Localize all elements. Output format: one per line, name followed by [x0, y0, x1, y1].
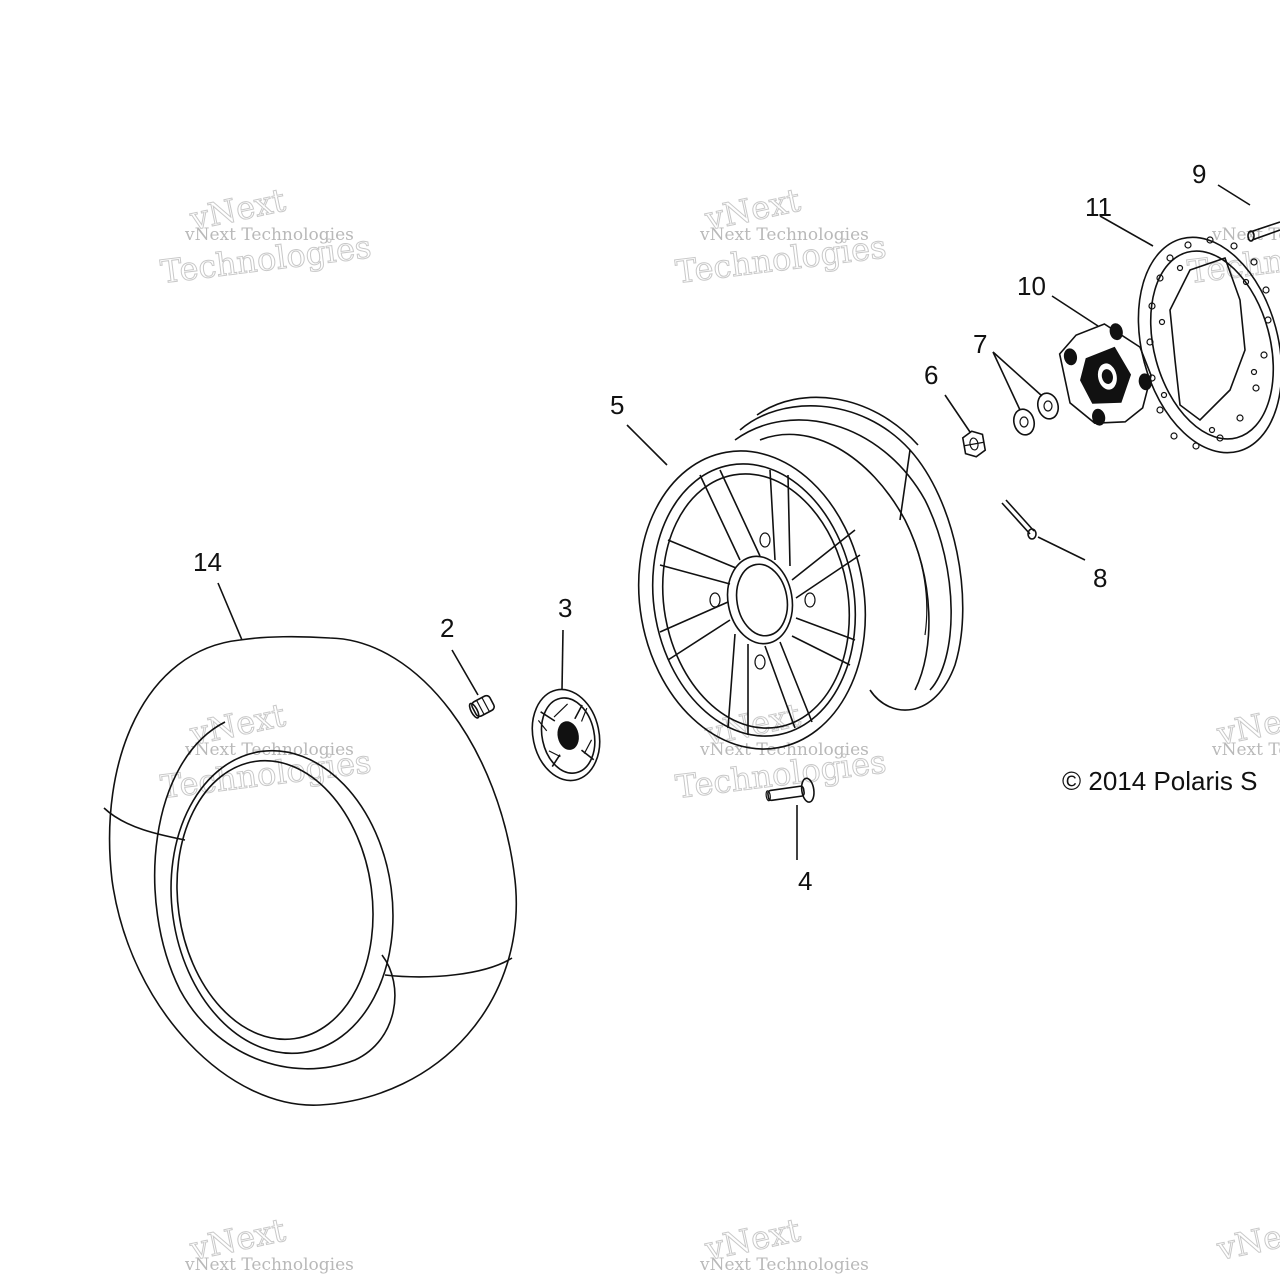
watermark-line1: vNext Technologies: [699, 225, 869, 245]
tire: [103, 635, 518, 1106]
watermark: vNext vNext Technologies: [1211, 695, 1280, 760]
washer: [1012, 408, 1036, 436]
bolt: [1247, 221, 1280, 242]
watermark: vNext vNext Technologies: [699, 1210, 869, 1275]
brake-rotor: [1137, 236, 1280, 454]
callout-7: 7: [973, 329, 987, 359]
wheel-hub: [1058, 323, 1152, 426]
copyright-text: © 2014 Polaris S: [1062, 766, 1257, 796]
callout-8: 8: [1093, 563, 1107, 593]
watermark-line1: vNext Technologies: [184, 1255, 354, 1275]
castle-nut: [961, 430, 987, 458]
callout-10: 10: [1017, 271, 1046, 301]
leader-lines: [217, 184, 1251, 860]
watermark-line1: vNext Technologies: [699, 1255, 869, 1275]
callout-5: 5: [610, 390, 624, 420]
watermark-line1: vNext Technologies: [699, 740, 869, 760]
cotter-pin: [1001, 499, 1037, 540]
watermark-line1: vNext Technologies: [1211, 225, 1280, 245]
callout-14: 14: [193, 547, 222, 577]
watermark: vNext vNext Technologies Technologies: [673, 180, 889, 291]
pin: [765, 777, 815, 803]
watermark-arc: vNext: [1213, 1211, 1280, 1268]
watermark: vNext vNext Technologies: [184, 1210, 354, 1275]
center-cap: [531, 688, 601, 782]
valve-cap: [468, 694, 495, 719]
watermark-line1: vNext Technologies: [184, 225, 354, 245]
washer: [1036, 392, 1060, 420]
callout-11: 11: [1085, 192, 1112, 222]
callout-4: 4: [798, 866, 812, 896]
callout-9: 9: [1192, 159, 1206, 189]
callout-6: 6: [924, 360, 938, 390]
watermark-line1: vNext Technologies: [1211, 740, 1280, 760]
watermark: vNext vNext Technologies Technologies: [158, 180, 374, 291]
callout-2: 2: [440, 613, 454, 643]
callout-3: 3: [558, 593, 572, 623]
watermark: vNext: [1212, 1210, 1280, 1268]
wheel: [637, 396, 964, 750]
